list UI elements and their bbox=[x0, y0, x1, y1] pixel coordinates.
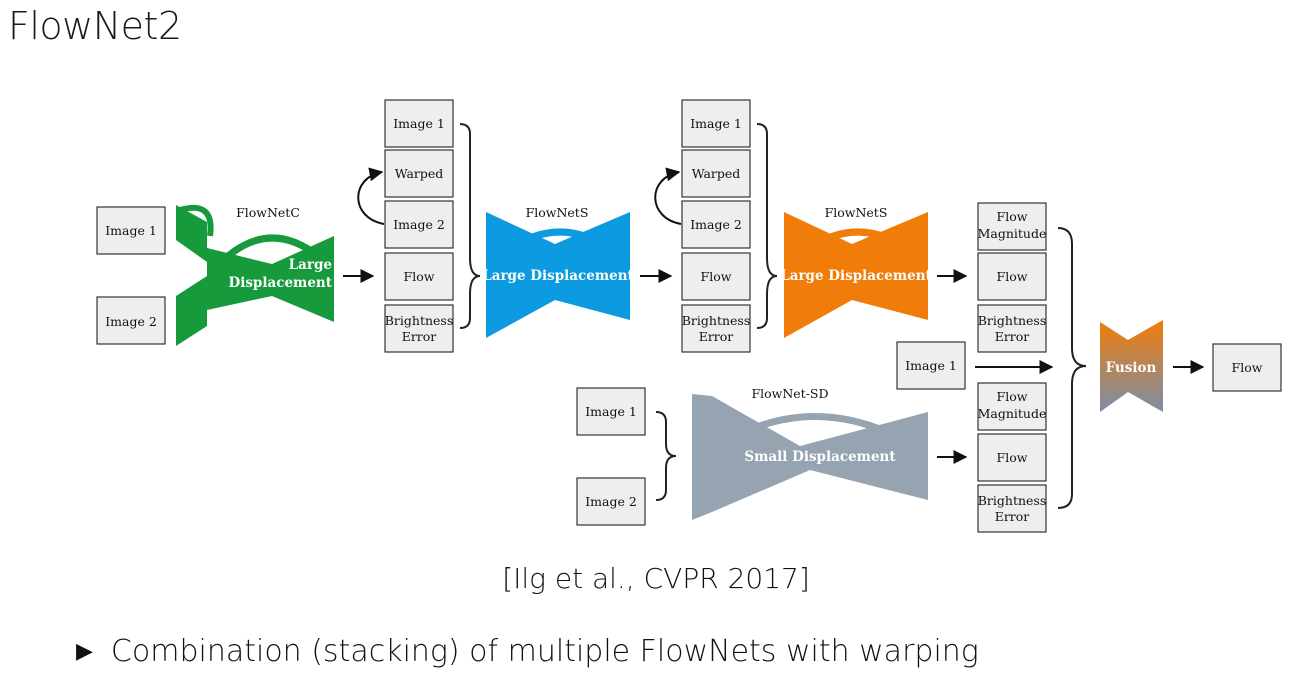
svg-text:Warped: Warped bbox=[395, 166, 444, 181]
out-top: Flow Magnitude Flow Brightness Error bbox=[977, 202, 1047, 353]
flownets2-label: Large Displacement bbox=[780, 268, 932, 284]
warp-arrow-2 bbox=[654, 167, 682, 225]
svg-text:Image 2: Image 2 bbox=[393, 217, 445, 232]
svg-text:Image 1: Image 1 bbox=[905, 358, 957, 373]
svg-text:Brightness: Brightness bbox=[978, 313, 1047, 328]
input-image2-box: Image 2 bbox=[96, 296, 166, 345]
svg-text:Flow: Flow bbox=[997, 450, 1028, 465]
out-bottom-magnitude-box: Flow Magnitude bbox=[977, 382, 1047, 431]
bullet-item: ▶ Combination (stacking) of multiple Flo… bbox=[76, 634, 979, 669]
svg-text:Warped: Warped bbox=[692, 166, 741, 181]
svg-text:Brightness: Brightness bbox=[978, 493, 1047, 508]
flownetc-label-line2: Displacement bbox=[229, 275, 333, 291]
svg-text:Error: Error bbox=[699, 329, 734, 344]
stack2: Image 1 Warped Image 2 Flow Brightness E… bbox=[654, 99, 778, 353]
stack1-warped-box: Warped bbox=[384, 149, 454, 198]
stack2-image2-box: Image 2 bbox=[681, 200, 751, 249]
stack2-brightness-box: Brightness Error bbox=[681, 304, 751, 353]
svg-text:Image 1: Image 1 bbox=[105, 223, 157, 238]
stack1-image1-box: Image 1 bbox=[384, 99, 454, 148]
stack1-brightness-box: Brightness Error bbox=[384, 304, 454, 353]
flownetc-label-line1: Large bbox=[289, 257, 332, 273]
svg-text:Flow: Flow bbox=[701, 269, 732, 284]
brace-stack2 bbox=[756, 123, 778, 329]
flownetsd-name: FlowNet-SD bbox=[751, 386, 828, 401]
fusion-network: Fusion bbox=[1100, 320, 1163, 412]
svg-text:Flow: Flow bbox=[404, 269, 435, 284]
svg-text:Flow: Flow bbox=[997, 269, 1028, 284]
flownets1-network: FlowNetS Large Displacement bbox=[482, 205, 635, 338]
flownetc-network: FlowNetC Large Displacement bbox=[176, 204, 334, 346]
brace-sd-inputs bbox=[655, 411, 677, 501]
fusion-label: Fusion bbox=[1106, 360, 1157, 376]
svg-text:Magnitude: Magnitude bbox=[978, 226, 1047, 241]
svg-text:Image 2: Image 2 bbox=[585, 494, 637, 509]
slide-title: FlowNet2 bbox=[8, 4, 182, 48]
citation: [Ilg et al., CVPR 2017] bbox=[502, 562, 810, 595]
out-bottom: Flow Magnitude Flow Brightness Error bbox=[977, 382, 1047, 533]
flownets1-name: FlowNetS bbox=[526, 205, 589, 220]
out-bottom-brightness-box: Brightness Error bbox=[977, 484, 1047, 533]
stack2-image1-box: Image 1 bbox=[681, 99, 751, 148]
brace-stack1 bbox=[459, 123, 481, 329]
svg-text:Flow: Flow bbox=[997, 389, 1028, 404]
warp-arrow-1 bbox=[357, 167, 385, 225]
sd-image1-box: Image 1 bbox=[576, 387, 646, 436]
out-bottom-flow-box: Flow bbox=[977, 433, 1047, 482]
svg-text:Magnitude: Magnitude bbox=[978, 406, 1047, 421]
stack1-flow-box: Flow bbox=[384, 252, 454, 301]
flownet2-architecture-diagram: Image 1 Image 2 FlowNetC Large Displacem… bbox=[96, 99, 1282, 533]
svg-text:Image 1: Image 1 bbox=[393, 116, 445, 131]
flownetsd-network: FlowNet-SD Small Displacement bbox=[692, 386, 928, 520]
stack1: Image 1 Warped Image 2 Flow Brightness E… bbox=[357, 99, 481, 353]
svg-text:Brightness: Brightness bbox=[682, 313, 751, 328]
stack2-flow-box: Flow bbox=[681, 252, 751, 301]
svg-text:Brightness: Brightness bbox=[385, 313, 454, 328]
svg-text:Error: Error bbox=[995, 509, 1030, 524]
svg-text:Error: Error bbox=[995, 329, 1030, 344]
out-top-brightness-box: Brightness Error bbox=[977, 304, 1047, 353]
sd-image2-box: Image 2 bbox=[576, 477, 646, 526]
bullet-text: Combination (stacking) of multiple FlowN… bbox=[110, 634, 979, 669]
flownets2-name: FlowNetS bbox=[825, 205, 888, 220]
out-top-flow-box: Flow bbox=[977, 252, 1047, 301]
final-flow-box: Flow bbox=[1212, 343, 1282, 392]
svg-text:Image 1: Image 1 bbox=[585, 404, 637, 419]
svg-text:Flow: Flow bbox=[997, 209, 1028, 224]
svg-text:Error: Error bbox=[402, 329, 437, 344]
middle-image1-box: Image 1 bbox=[896, 341, 966, 390]
bullet-triangle-icon: ▶ bbox=[76, 639, 93, 664]
flownetc-name: FlowNetC bbox=[236, 205, 300, 220]
svg-text:Image 1: Image 1 bbox=[690, 116, 742, 131]
svg-text:Flow: Flow bbox=[1232, 360, 1263, 375]
out-top-magnitude-box: Flow Magnitude bbox=[977, 202, 1047, 251]
svg-text:Image 2: Image 2 bbox=[690, 217, 742, 232]
brace-fusion bbox=[1057, 227, 1087, 509]
svg-text:Image 2: Image 2 bbox=[105, 314, 157, 329]
stack1-image2-box: Image 2 bbox=[384, 200, 454, 249]
flownets1-label: Large Displacement bbox=[482, 268, 634, 284]
stack2-warped-box: Warped bbox=[681, 149, 751, 198]
flownets2-network: FlowNetS Large Displacement bbox=[780, 205, 933, 338]
input-image1-box: Image 1 bbox=[96, 206, 166, 255]
flownetsd-label: Small Displacement bbox=[744, 449, 896, 465]
